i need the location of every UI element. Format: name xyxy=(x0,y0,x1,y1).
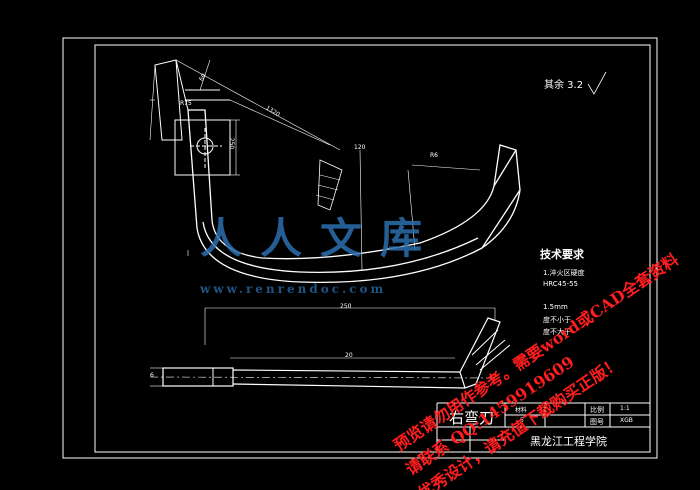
dim-text: 250 xyxy=(340,303,352,310)
dim-text: R75 xyxy=(180,100,192,107)
school-name: 黑龙江工程学院 xyxy=(530,435,607,448)
part-name: 右弯刀 xyxy=(449,409,495,427)
qty-value: 5 xyxy=(520,417,524,424)
roughness-symbol xyxy=(587,71,607,95)
scale-value: 1:1 xyxy=(620,405,630,412)
watermark-logo: 人人文库 xyxy=(200,214,441,263)
tech-req-line: 1.淬火区硬度 xyxy=(543,269,585,277)
blade-bottom-view xyxy=(149,307,511,389)
outer-frame xyxy=(62,37,658,459)
inner-frame xyxy=(94,44,651,453)
dim-text: 120 xyxy=(354,144,366,151)
surface-roughness-note: 其余 3.2 xyxy=(544,80,584,91)
material-label: 材料 xyxy=(515,407,528,414)
scale-label: 比例 xyxy=(590,406,604,414)
dim-text: R6 xyxy=(430,152,438,159)
dim-text: 20 xyxy=(345,352,353,359)
drawing-no-label: 图号 xyxy=(590,418,604,426)
shank-view xyxy=(154,59,231,176)
dim-text: 250 xyxy=(228,137,236,150)
tech-req-line: HRC45-55 xyxy=(543,280,579,288)
title-block xyxy=(436,402,650,452)
blade-main-view xyxy=(187,109,521,284)
dim-text: 6 xyxy=(150,372,154,379)
dimension-lines xyxy=(149,59,481,271)
drawing-no-value: XGB xyxy=(620,417,633,424)
tech-req-line: 1.5mm xyxy=(543,303,568,311)
tech-req-title: 技术要求 xyxy=(540,248,584,261)
watermark-logo-url: www.renrendoc.com xyxy=(200,282,387,296)
tech-req-line: 度不小于 xyxy=(543,316,571,324)
tech-req-line: 度不大于 xyxy=(543,328,571,336)
